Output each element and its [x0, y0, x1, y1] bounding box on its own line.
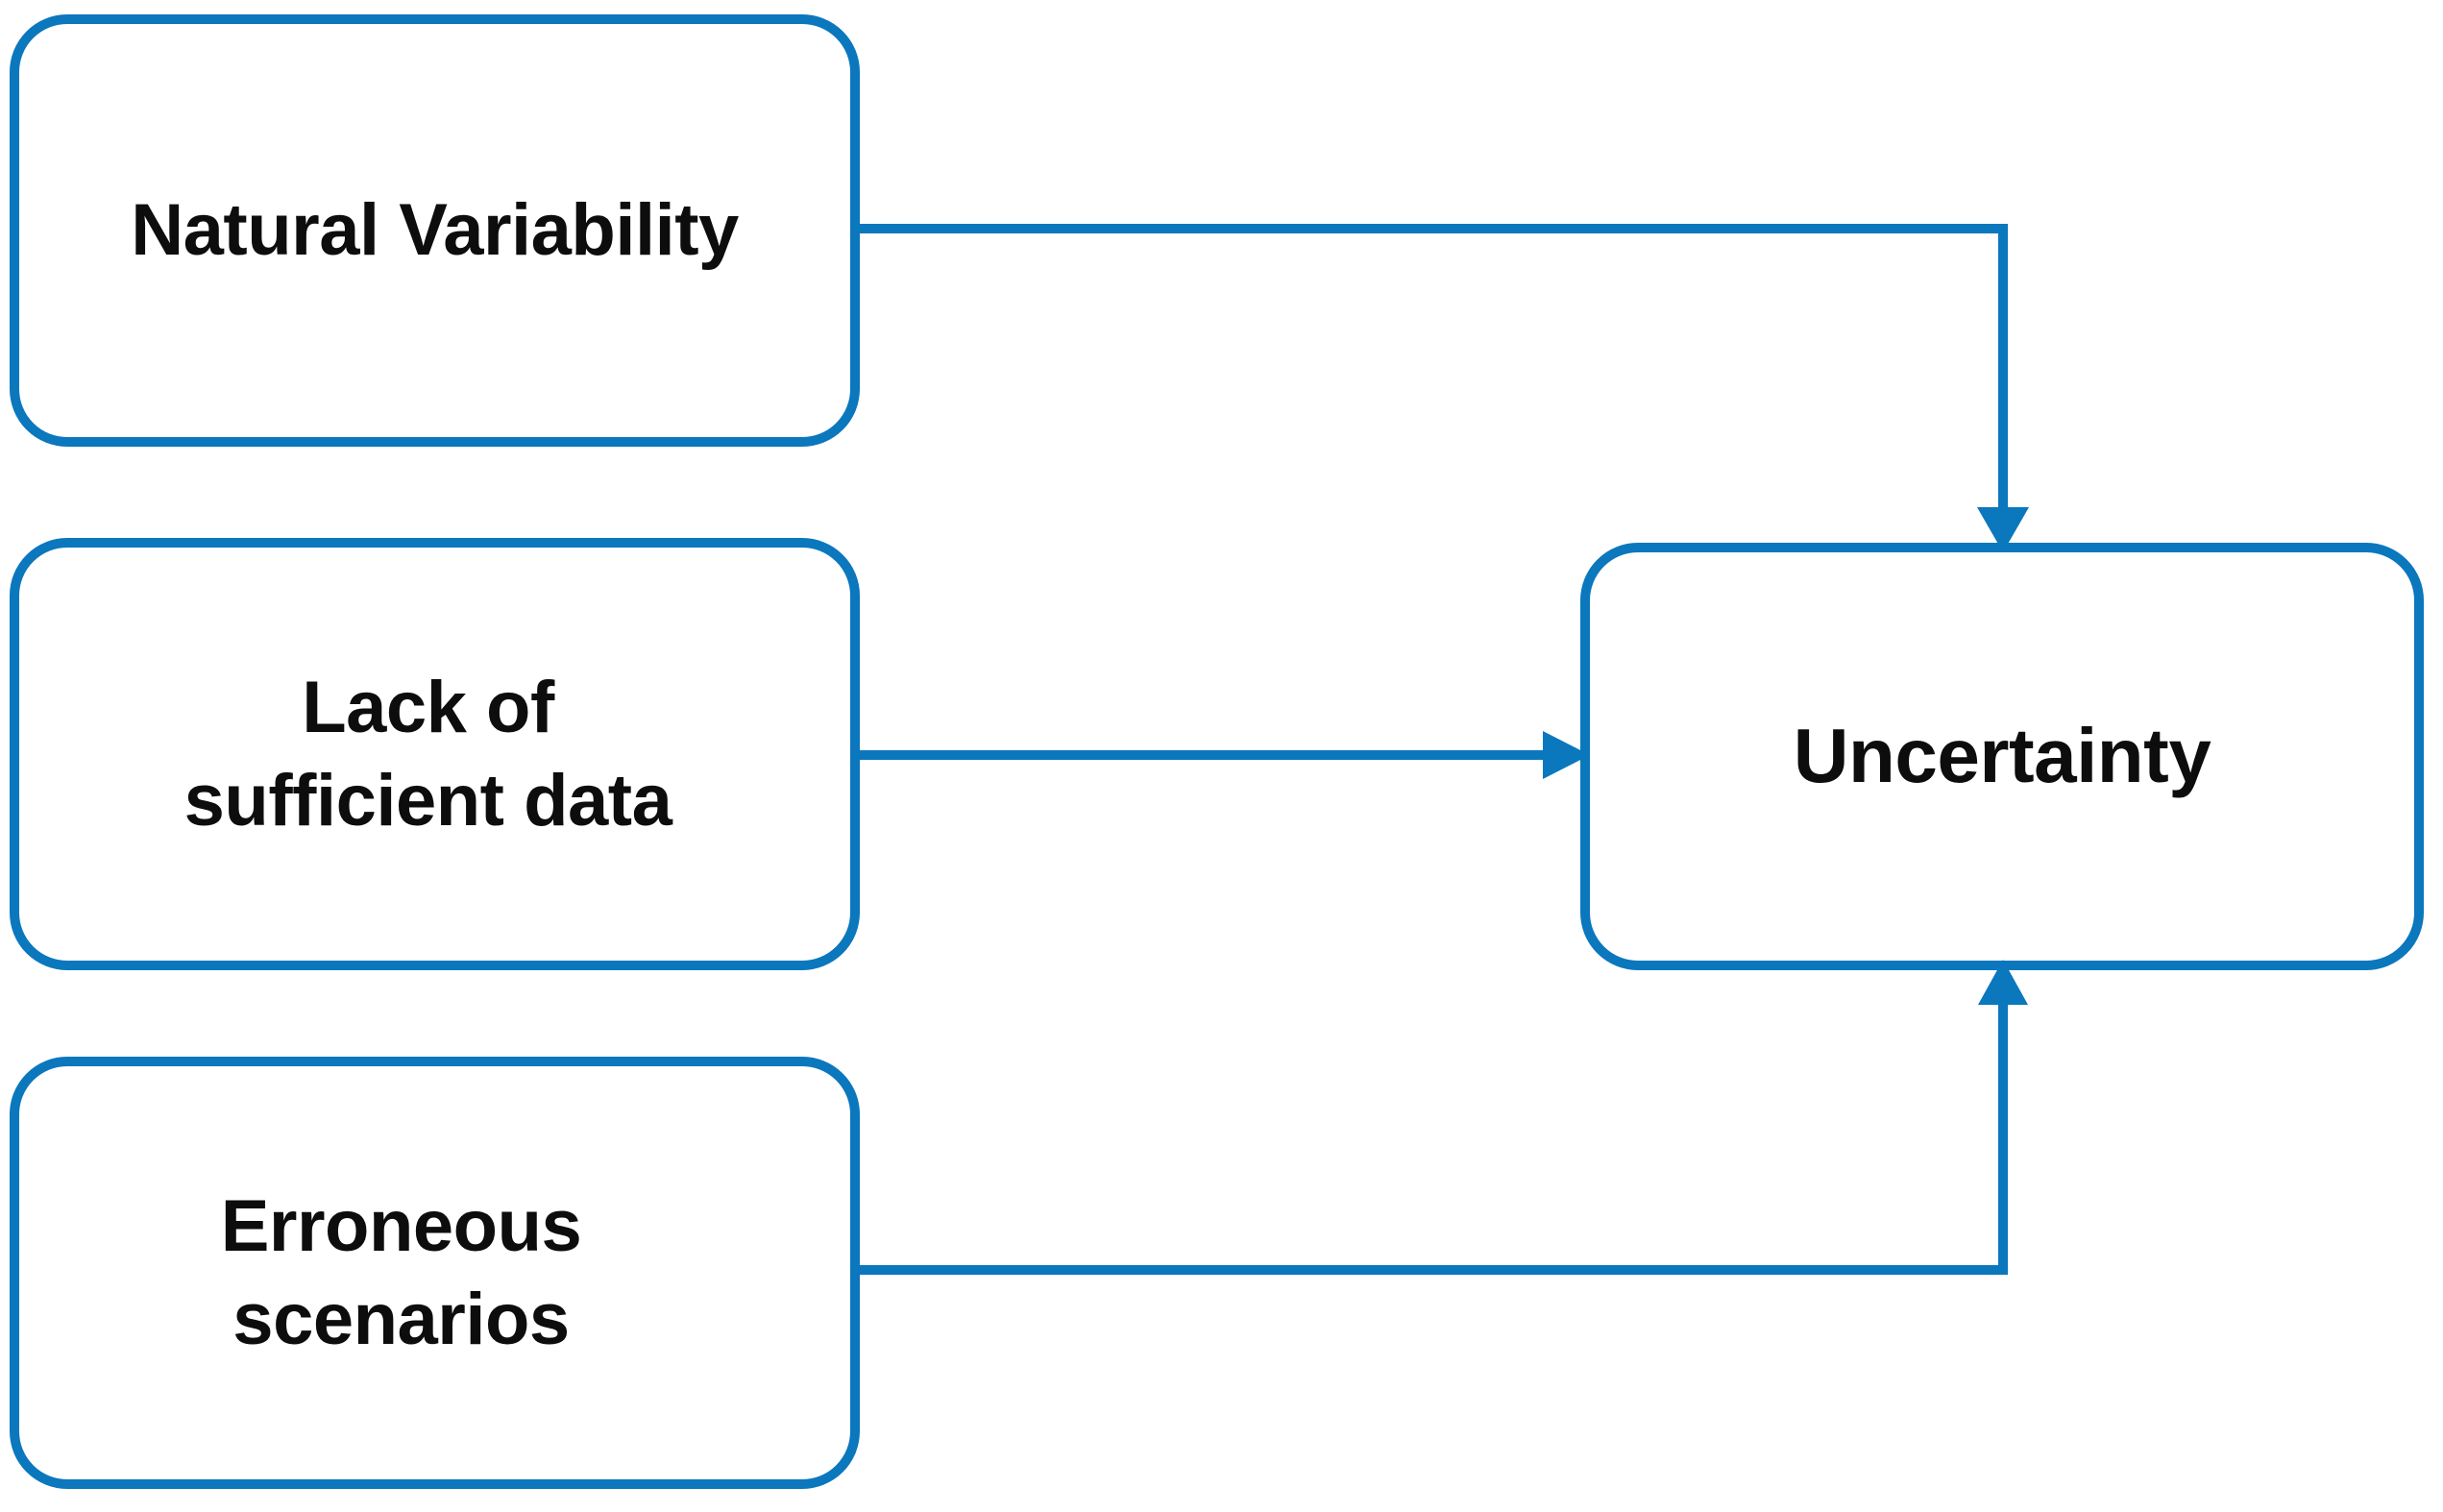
- node-shape-erroneous-scenarios[interactable]: [10, 1057, 860, 1489]
- arrowhead-up-icon: [1978, 960, 2028, 1005]
- arrowhead-down-icon: [1977, 507, 2029, 552]
- edge-erroneous-scenarios-to-uncertainty[interactable]: [855, 960, 2028, 1275]
- node-shape-lack-of-sufficient-data[interactable]: [10, 538, 860, 970]
- edge-natural-variability-to-uncertainty[interactable]: [855, 224, 2029, 552]
- node-shape-uncertainty[interactable]: [1580, 543, 2424, 970]
- edge-lack-of-sufficient-data-to-uncertainty[interactable]: [855, 731, 1590, 779]
- edge-line-natural-variability: [855, 224, 2008, 530]
- edge-line-erroneous-scenarios: [855, 985, 2008, 1275]
- arrowhead-right-icon: [1543, 731, 1590, 779]
- node-shape-natural-variability[interactable]: [10, 14, 860, 447]
